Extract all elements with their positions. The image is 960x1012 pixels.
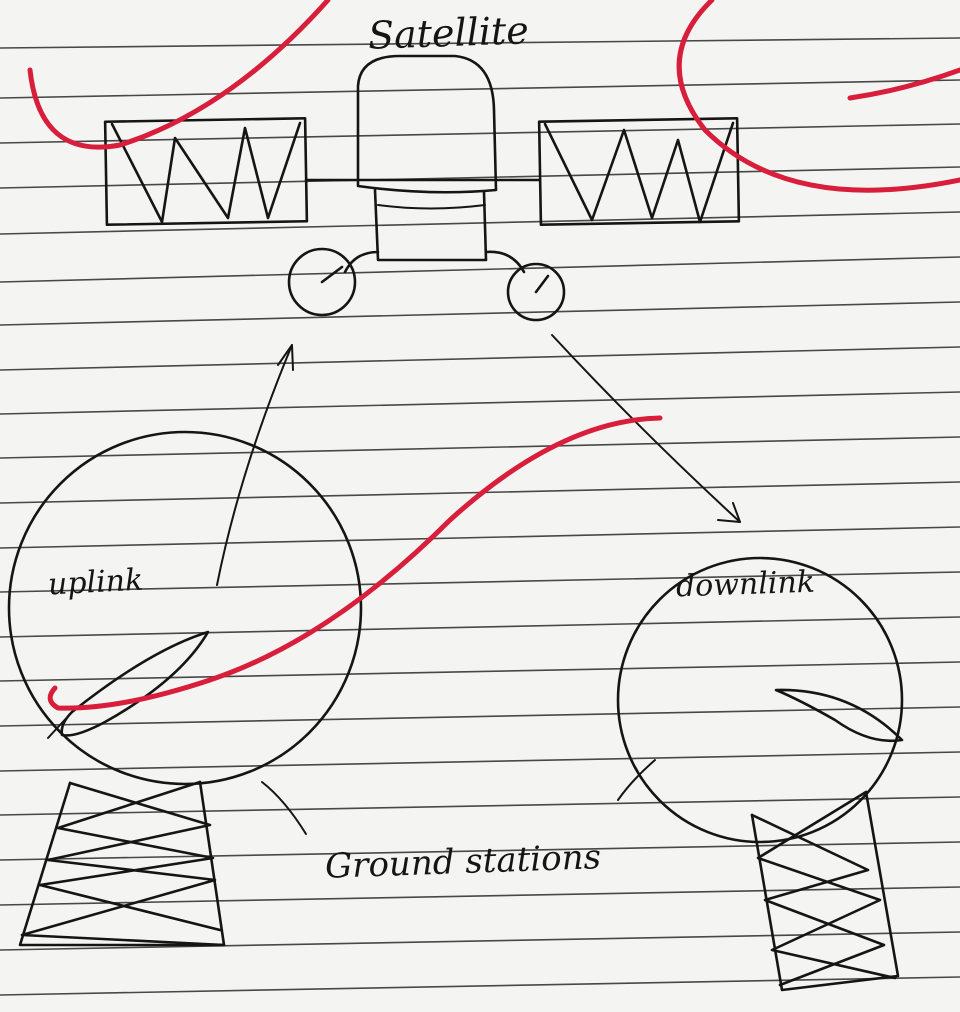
downlink-label: downlink <box>676 568 816 603</box>
satellite-icon <box>105 56 739 320</box>
downlink-arrow-icon <box>552 335 740 522</box>
pointer-stroke-right <box>618 760 655 800</box>
downlink-station-icon <box>618 558 902 990</box>
satellite-label: Satellite <box>367 11 529 55</box>
ground-stations-label: Ground stations <box>324 840 601 884</box>
pointer-stroke-left <box>262 782 306 834</box>
uplink-arrow-icon <box>217 345 293 585</box>
uplink-label: uplink <box>47 566 144 601</box>
